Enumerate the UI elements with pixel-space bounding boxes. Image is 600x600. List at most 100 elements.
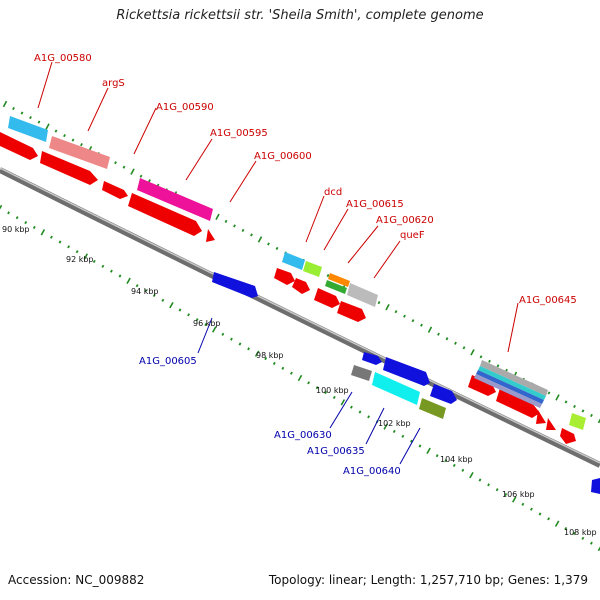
- minor-tick: [58, 240, 62, 244]
- gene-label-args[interactable]: argS: [102, 78, 125, 89]
- gene-feature[interactable]: [303, 261, 322, 277]
- gene-feature[interactable]: [40, 151, 98, 185]
- gene-feature[interactable]: [430, 384, 457, 404]
- major-tick: [427, 326, 433, 333]
- gene-feature[interactable]: [274, 268, 295, 285]
- gene-feature[interactable]: [325, 280, 347, 294]
- gene-feature[interactable]: [372, 372, 420, 405]
- gene-feature[interactable]: [536, 410, 546, 424]
- gene-label-a1g-00640[interactable]: A1G_00640: [343, 466, 401, 477]
- gene-feature[interactable]: [49, 136, 110, 169]
- minor-tick: [238, 342, 242, 346]
- scale-label: 100 kbp: [316, 386, 349, 395]
- gene-label-a1g-00635[interactable]: A1G_00635: [307, 446, 365, 457]
- gene-feature[interactable]: [206, 229, 215, 242]
- minor-tick: [187, 313, 190, 317]
- forward-strand-genes: [0, 132, 576, 444]
- gene-label-a1g-00580[interactable]: A1G_00580: [34, 53, 92, 64]
- gene-feature[interactable]: [292, 278, 310, 294]
- forward-strand-annotations: [8, 116, 586, 430]
- gene-label-a1g-00645[interactable]: A1G_00645: [519, 295, 577, 306]
- gene-label-dcd[interactable]: dcd: [324, 187, 342, 198]
- major-tick: [169, 301, 174, 309]
- scale-labels: 90 kbp 92 kbp 94 kbp 96 kbp 98 kbp 100 k…: [2, 225, 597, 537]
- gene-feature[interactable]: [476, 370, 544, 404]
- gene-feature[interactable]: [560, 428, 576, 444]
- minor-tick: [195, 318, 199, 322]
- gene-feature[interactable]: [468, 375, 496, 396]
- genome-backbone: [0, 167, 600, 468]
- gene-feature[interactable]: [362, 352, 382, 365]
- gene-feature[interactable]: [546, 418, 556, 430]
- minor-tick: [32, 225, 36, 230]
- minor-tick: [315, 386, 319, 390]
- minor-tick: [462, 346, 466, 350]
- minor-tick: [358, 410, 362, 414]
- gene-feature[interactable]: [478, 366, 546, 400]
- gene-feature[interactable]: [8, 116, 48, 142]
- minor-tick: [275, 246, 279, 251]
- gene-feature[interactable]: [0, 132, 38, 160]
- minor-tick: [538, 512, 542, 516]
- minor-tick: [161, 298, 165, 302]
- gene-feature[interactable]: [383, 357, 430, 386]
- gene-label-a1g-00590[interactable]: A1G_00590: [156, 102, 214, 113]
- gene-feature[interactable]: [128, 193, 202, 236]
- minor-tick: [178, 308, 182, 312]
- gene-label-a1g-00600[interactable]: A1G_00600: [254, 151, 312, 162]
- major-tick: [597, 418, 600, 424]
- major-tick: [0, 204, 3, 210]
- major-tick: [45, 123, 50, 130]
- gene-feature[interactable]: [282, 252, 305, 270]
- gene-feature[interactable]: [328, 273, 350, 287]
- reverse-gene-labels: A1G_00605 A1G_00630 A1G_00635 A1G_00640: [139, 317, 421, 477]
- gene-feature[interactable]: [137, 178, 213, 221]
- gene-feature[interactable]: [347, 283, 378, 307]
- gene-feature[interactable]: [591, 478, 600, 494]
- minor-tick: [7, 211, 10, 215]
- gene-label-quef[interactable]: queF: [400, 230, 425, 241]
- gene-feature[interactable]: [496, 388, 540, 418]
- major-tick: [385, 303, 390, 311]
- gene-feature[interactable]: [569, 413, 586, 430]
- gene-label-a1g-00615[interactable]: A1G_00615: [346, 199, 404, 210]
- minor-tick: [63, 134, 66, 138]
- gene-feature[interactable]: [480, 360, 548, 396]
- map-title: Rickettsia rickettsii str. 'Sheila Smith…: [116, 8, 484, 23]
- gene-label-a1g-00620[interactable]: A1G_00620: [376, 215, 434, 226]
- minor-tick: [101, 264, 105, 268]
- scale-label: 104 kbp: [440, 455, 473, 464]
- minor-tick: [452, 463, 456, 468]
- minor-tick: [461, 468, 465, 472]
- minor-tick: [54, 129, 58, 133]
- minor-tick: [332, 395, 336, 400]
- minor-tick: [496, 364, 500, 368]
- gene-feature[interactable]: [474, 374, 542, 408]
- minor-tick: [445, 337, 449, 341]
- minor-tick: [12, 106, 15, 111]
- major-tick: [83, 253, 88, 260]
- gene-feature[interactable]: [419, 398, 446, 419]
- minor-tick: [20, 111, 24, 115]
- minor-tick: [75, 250, 79, 254]
- scale-label: 92 kbp: [66, 255, 94, 264]
- gene-feature[interactable]: [212, 272, 258, 298]
- major-tick: [383, 423, 388, 430]
- minor-tick: [144, 288, 148, 293]
- gene-feature[interactable]: [351, 365, 372, 381]
- minor-tick: [572, 531, 576, 536]
- gene-feature[interactable]: [314, 288, 340, 308]
- minor-tick: [410, 439, 413, 443]
- gene-label-a1g-00595[interactable]: A1G_00595: [210, 128, 268, 139]
- minor-tick: [487, 483, 490, 487]
- minor-tick: [264, 356, 268, 361]
- scale-label: 102 kbp: [378, 419, 411, 428]
- gene-feature[interactable]: [102, 181, 128, 199]
- minor-tick: [326, 273, 330, 278]
- gene-label-a1g-00605[interactable]: A1G_00605: [139, 356, 197, 367]
- minor-tick: [530, 507, 533, 511]
- minor-tick: [247, 347, 250, 351]
- gene-feature[interactable]: [337, 301, 366, 322]
- minor-tick: [479, 355, 483, 359]
- gene-label-a1g-00630[interactable]: A1G_00630: [274, 430, 332, 441]
